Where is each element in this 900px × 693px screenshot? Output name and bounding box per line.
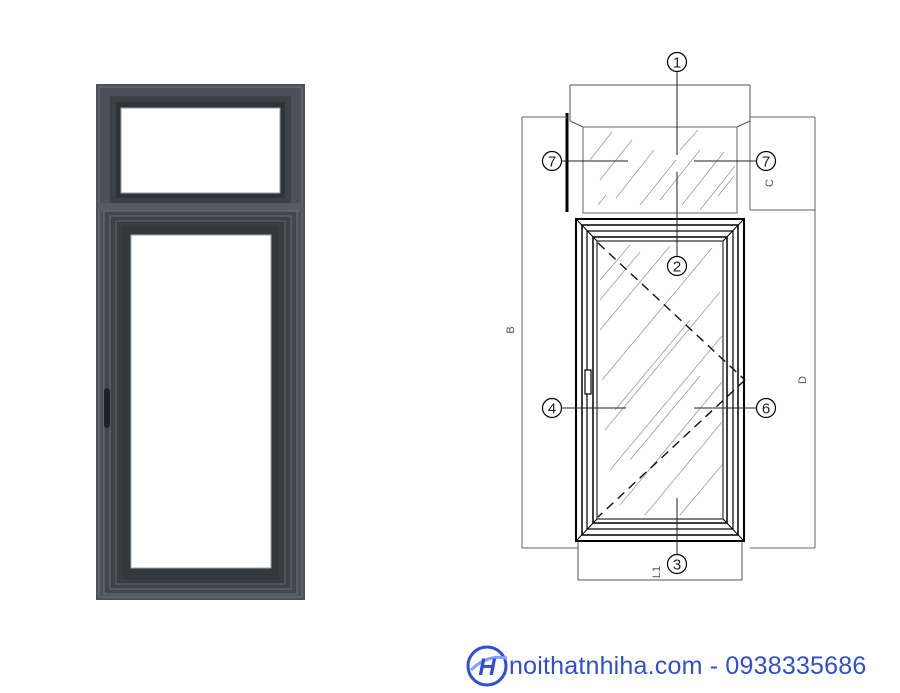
door-sash-drawing [575, 218, 745, 542]
sash-height-mark: D [797, 376, 809, 384]
callout-7-right-label: 7 [762, 154, 770, 171]
transom-glass-edge [120, 107, 281, 194]
right-dimension-lines [749, 116, 816, 549]
window-photo [96, 84, 305, 600]
transom-glass [121, 108, 280, 193]
callout-7-left-label: 7 [548, 154, 556, 171]
callout-3-marker [666, 553, 688, 575]
bottom-width-mark: L1 [651, 566, 663, 578]
watermark: H noithatnhiha.com - 0938335686 [465, 644, 895, 688]
callout-7-left-marker [541, 150, 563, 172]
callout-6-marker [755, 397, 777, 419]
callout-2-marker [666, 255, 688, 277]
brand-logo-icon: H [466, 645, 508, 687]
callout-3-label: 3 [673, 557, 681, 574]
sash-handle-icon [584, 369, 592, 395]
door-glass-hatching [599, 244, 723, 516]
door-glass [131, 235, 271, 568]
callout-1-label: 1 [673, 55, 681, 72]
transom-panel-drawing [565, 113, 738, 214]
callout-4-marker [541, 397, 563, 419]
watermark-text: noithatnhiha.com - 0938335686 [509, 651, 867, 680]
opening-direction-dashes [597, 242, 746, 518]
callout-circles [541, 51, 777, 575]
window-outer-frame-highlight [98, 86, 303, 598]
brand-logo-letters: H [478, 654, 496, 681]
callout-leaders [562, 71, 756, 556]
bottom-dimension-bracket [577, 541, 743, 581]
callout-7-right-marker [755, 150, 777, 172]
transom-height-mark: C [764, 179, 776, 187]
dimension-marks: B C D L1 [505, 179, 809, 578]
transom-hatching [589, 129, 736, 211]
left-dimension-lines [521, 116, 578, 549]
overall-height-mark: B [505, 326, 517, 333]
callout-2-label: 2 [673, 259, 681, 276]
window-mullion [99, 203, 302, 212]
callout-6-label: 6 [762, 401, 770, 418]
callout-labels: 1 2 3 4 6 7 7 [548, 55, 770, 574]
top-dimension-bracket [569, 84, 751, 128]
door-glass-edge [130, 234, 272, 569]
callout-4-label: 4 [548, 401, 556, 418]
technical-drawing [521, 51, 816, 581]
door-handle-icon [104, 388, 110, 428]
callout-1-marker [666, 51, 688, 73]
